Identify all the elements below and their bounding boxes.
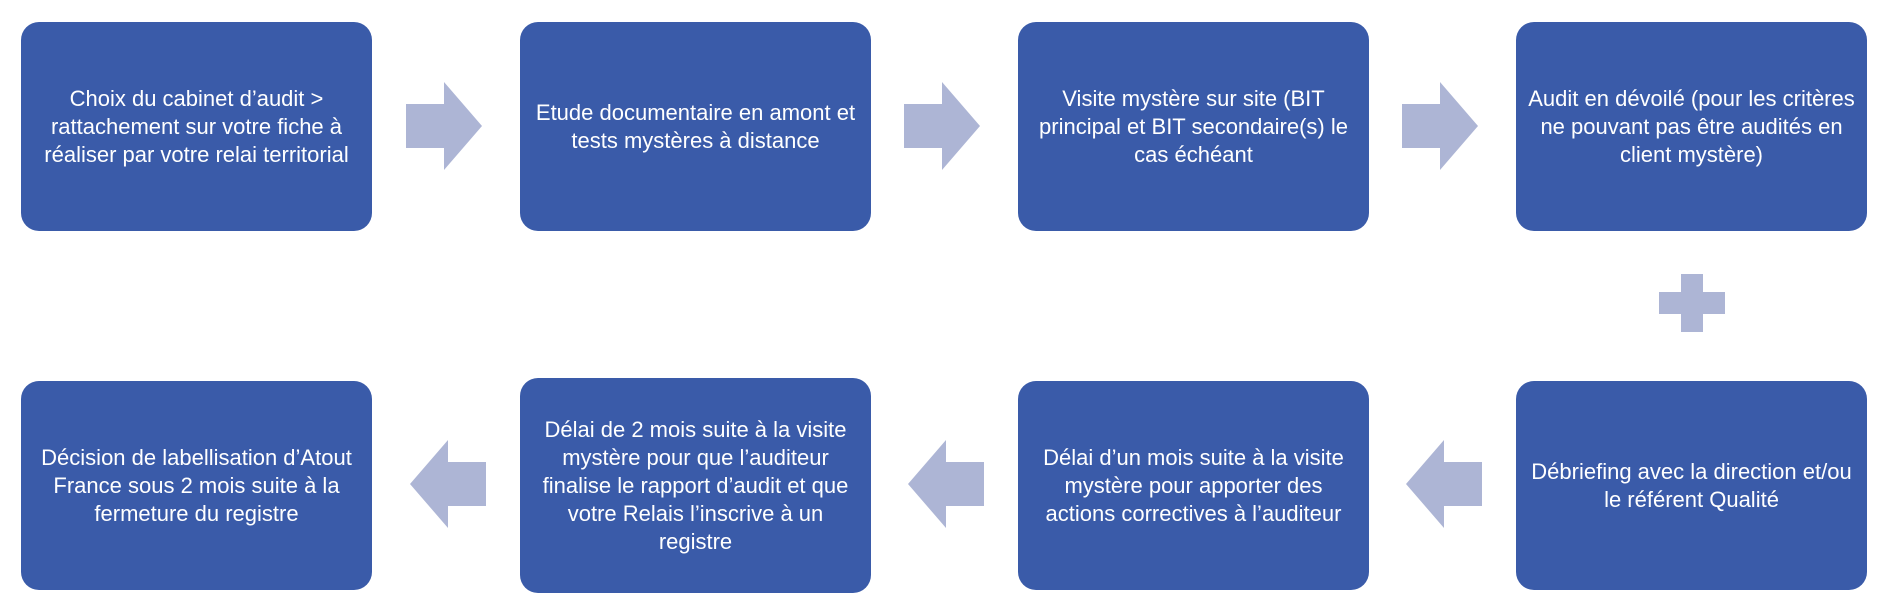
step-4-box: Audit en dévoilé (pour les critères ne p… [1516,22,1867,231]
plus-icon [1659,274,1725,332]
step-7-text: Délai de 2 mois suite à la visite mystèr… [542,416,849,554]
arrow-right-icon [904,82,980,170]
step-5-box: Débriefing avec la direction et/ou le ré… [1516,381,1867,590]
arrow-right-icon [406,82,482,170]
step-3-box: Visite mystère sur site (BIT principal e… [1018,22,1369,231]
step-1-box: Choix du cabinet d’audit > rattachement … [21,22,372,231]
step-7-box: Délai de 2 mois suite à la visite mystèr… [520,378,871,593]
step-2-box: Etude documentaire en amont et tests mys… [520,22,871,231]
step-8-box: Décision de labellisation d’Atout France… [21,381,372,590]
arrow-right-icon [1402,82,1478,170]
arrow-left-icon [410,440,486,528]
step-6-box: Délai d’un mois suite à la visite mystèr… [1018,381,1369,590]
step-8-text: Décision de labellisation d’Atout France… [41,444,352,526]
step-1-text: Choix du cabinet d’audit > rattachement … [44,85,349,167]
step-2-text: Etude documentaire en amont et tests mys… [535,99,856,153]
step-5-text: Débriefing avec la direction et/ou le ré… [1531,458,1852,512]
arrow-left-icon [908,440,984,528]
step-6-text: Délai d’un mois suite à la visite mystèr… [1043,444,1344,526]
arrow-left-icon [1406,440,1482,528]
step-4-text: Audit en dévoilé (pour les critères ne p… [1528,85,1855,167]
step-3-text: Visite mystère sur site (BIT principal e… [1039,85,1348,167]
